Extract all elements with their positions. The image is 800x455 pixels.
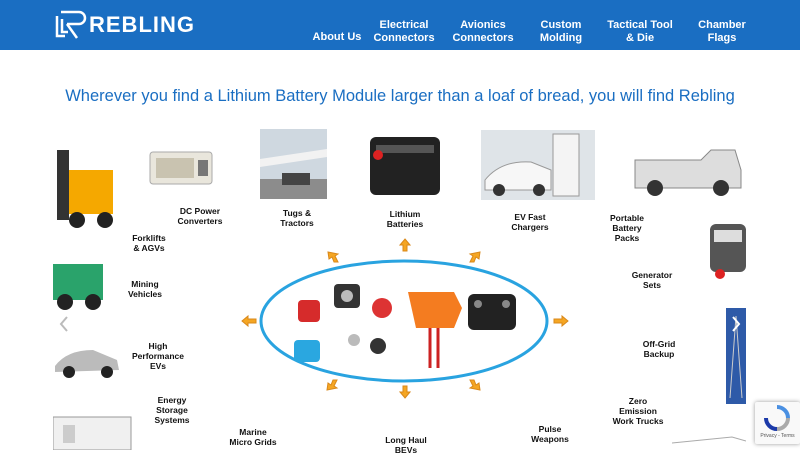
arrow-right-icon (553, 315, 569, 327)
nav-tactical-tool-die[interactable]: Tactical Tool & Die (607, 19, 673, 44)
work-truck-image (672, 433, 746, 450)
recaptcha-terms[interactable]: Privacy - Terms (760, 433, 795, 439)
label-generator-sets[interactable]: Generator Sets (631, 270, 673, 290)
nav-avionics-connectors[interactable]: Avionics Connectors (452, 19, 514, 44)
label-pulse-weapons[interactable]: Pulse Weapons (531, 424, 569, 444)
carousel-prev-icon[interactable] (58, 315, 70, 333)
nav-chamber-flags[interactable]: Chamber Flags (698, 19, 746, 44)
label-high-performance-evs[interactable]: High Performance EVs (132, 341, 184, 371)
connectors-ellipse-graphic (258, 258, 550, 384)
label-ev-fast-chargers[interactable]: EV Fast Chargers (511, 212, 549, 232)
label-energy-storage-systems[interactable]: Energy Storage Systems (154, 395, 190, 425)
lithium-battery-image (364, 125, 446, 203)
arrow-left-icon (241, 315, 257, 327)
brand-logo[interactable]: REBLING (53, 8, 195, 42)
label-lithium-batteries[interactable]: Lithium Batteries (386, 209, 424, 229)
site-header: REBLING About Us Electrical Connectors A… (0, 0, 800, 50)
generator-image (710, 220, 746, 280)
arrow-up-icon (399, 238, 411, 252)
label-long-haul-bevs[interactable]: Long Haul BEVs (385, 435, 427, 455)
arrow-down-left-icon (326, 379, 339, 391)
label-portable-battery-packs[interactable]: Portable Battery Packs (609, 213, 644, 243)
label-tugs-tractors[interactable]: Tugs & Tractors (280, 208, 314, 228)
page-headline: Wherever you find a Lithium Battery Modu… (65, 87, 735, 105)
truck-image (631, 130, 745, 200)
label-zero-emission-work-trucks[interactable]: Zero Emission Work Trucks (612, 396, 664, 426)
recaptcha-badge[interactable]: Privacy - Terms (755, 402, 800, 444)
brand-name: REBLING (89, 12, 195, 37)
label-dc-power-converters[interactable]: DC Power Converters (177, 206, 223, 226)
forklift-image (53, 140, 120, 232)
arrow-down-right-icon (468, 379, 481, 391)
mining-vehicle-image (53, 258, 108, 312)
ev-charger-image (481, 130, 595, 200)
label-mining-vehicles[interactable]: Mining Vehicles (127, 279, 163, 299)
arrow-up-right-icon (468, 251, 481, 263)
dc-converter-image (146, 142, 219, 192)
nav-custom-molding[interactable]: Custom Molding (539, 19, 583, 44)
energy-storage-image (53, 413, 133, 450)
rebling-logo-icon (55, 10, 87, 39)
performance-ev-image (53, 340, 121, 380)
tugs-image (260, 129, 327, 199)
arrow-up-left-icon (327, 251, 340, 263)
label-forklifts-agvs[interactable]: Forklifts & AGVs (132, 233, 166, 253)
label-marine-micro-grids[interactable]: Marine Micro Grids (229, 427, 277, 447)
recaptcha-icon (764, 405, 790, 431)
nav-electrical-connectors[interactable]: Electrical Connectors (373, 19, 435, 44)
label-off-grid-backup[interactable]: Off-Grid Backup (642, 339, 676, 359)
nav-about-us[interactable]: About Us (312, 31, 362, 43)
carousel-next-icon[interactable] (730, 315, 742, 333)
arrow-down-icon (399, 385, 411, 399)
